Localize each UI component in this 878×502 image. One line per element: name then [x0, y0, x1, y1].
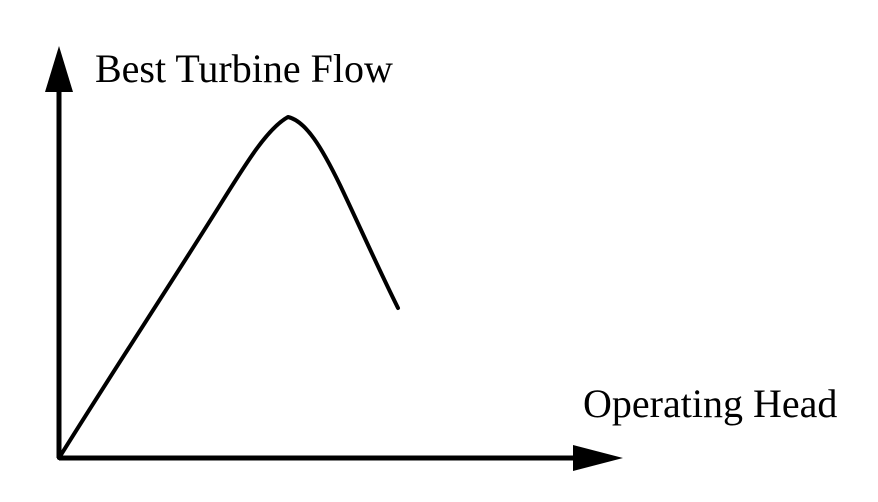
x-axis-label: Operating Head	[583, 381, 838, 426]
x-axis-arrowhead-icon	[573, 445, 623, 471]
y-axis-label: Best Turbine Flow	[95, 46, 393, 91]
data-curve-best-turbine-flow	[57, 115, 400, 460]
y-axis-arrowhead-icon	[45, 46, 73, 92]
